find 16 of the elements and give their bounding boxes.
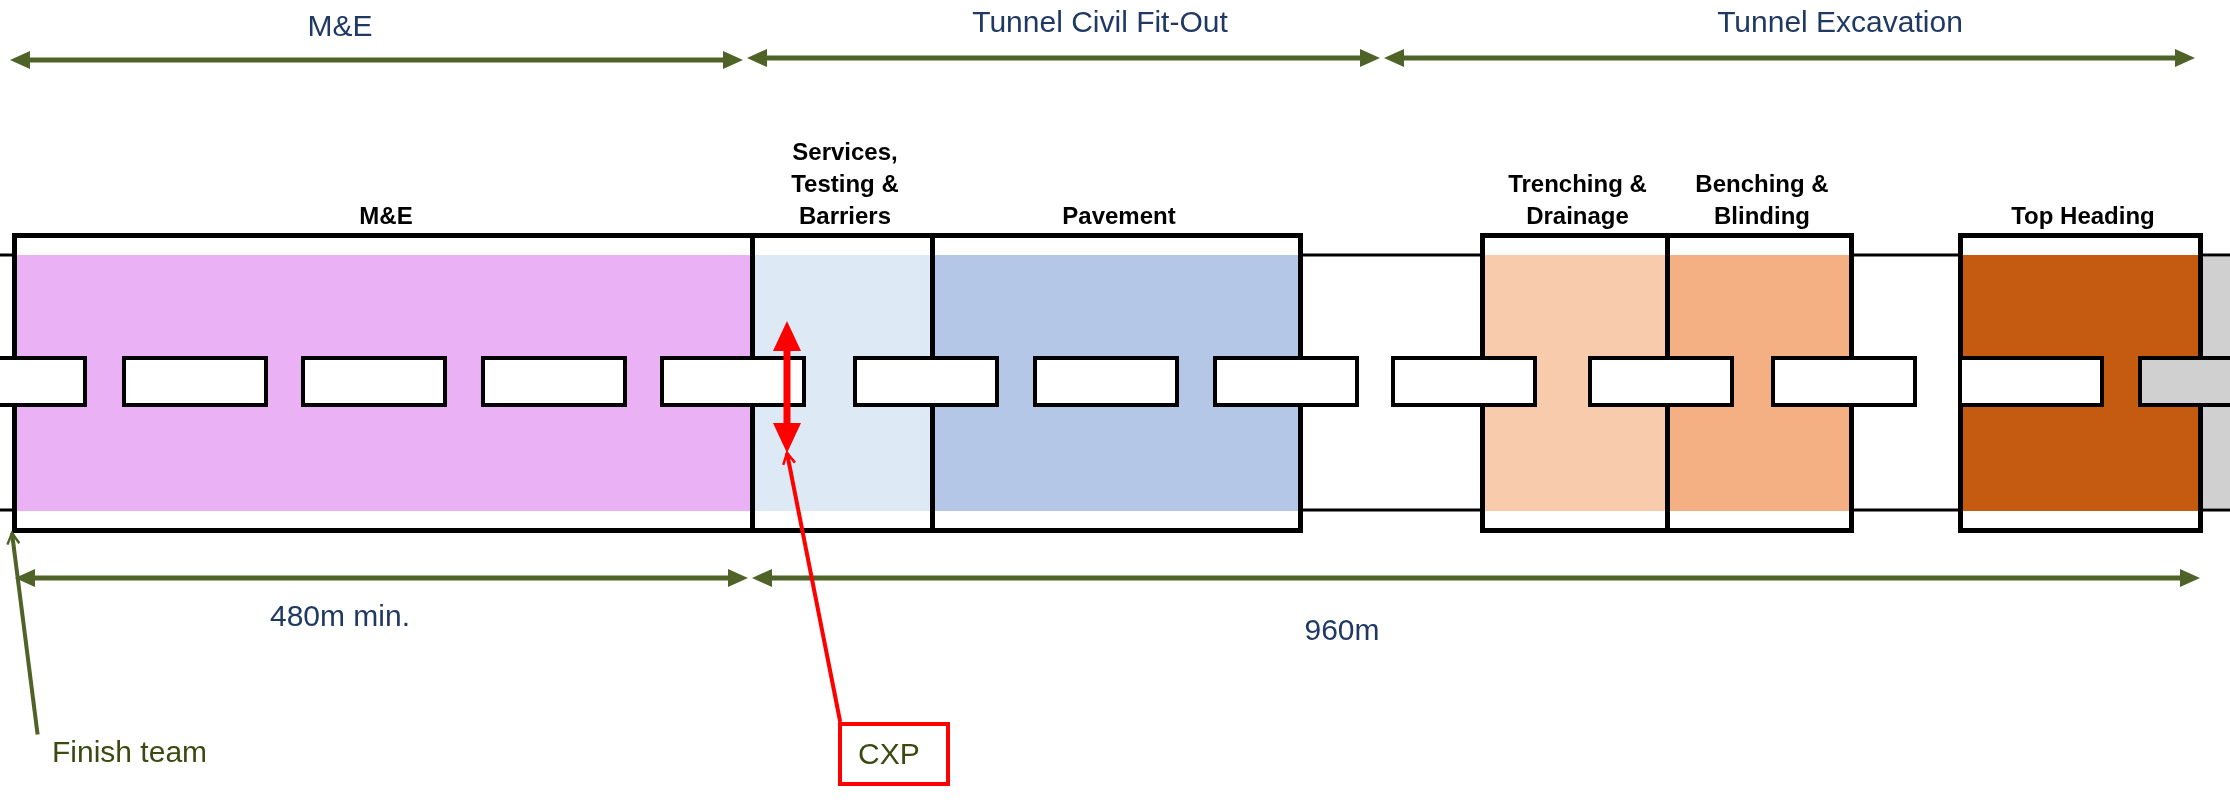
dimension-label: Tunnel Civil Fit-Out <box>972 4 1228 40</box>
dimension-label: 960m <box>1304 612 1380 648</box>
zone-heading: Pavement <box>1061 201 1177 231</box>
double-arrow <box>773 321 801 453</box>
zone-heading: Trenching & Drainage <box>1507 169 1648 231</box>
dimension-label: Tunnel Excavation <box>1717 4 1963 40</box>
dimension-label: 480m min. <box>269 598 411 634</box>
zone-heading: M&E <box>358 201 414 231</box>
leader-line <box>782 451 843 723</box>
callout-text: Finish team <box>52 730 208 774</box>
leader-line <box>6 531 40 735</box>
zone-heading: Top Heading <box>2010 201 2156 231</box>
dimension-label: M&E <box>307 8 373 44</box>
zone-heading: Benching & Blinding <box>1694 169 1830 231</box>
callout-box: CXP <box>838 722 950 786</box>
zone-heading: Services, Testing & Barriers <box>790 137 900 231</box>
